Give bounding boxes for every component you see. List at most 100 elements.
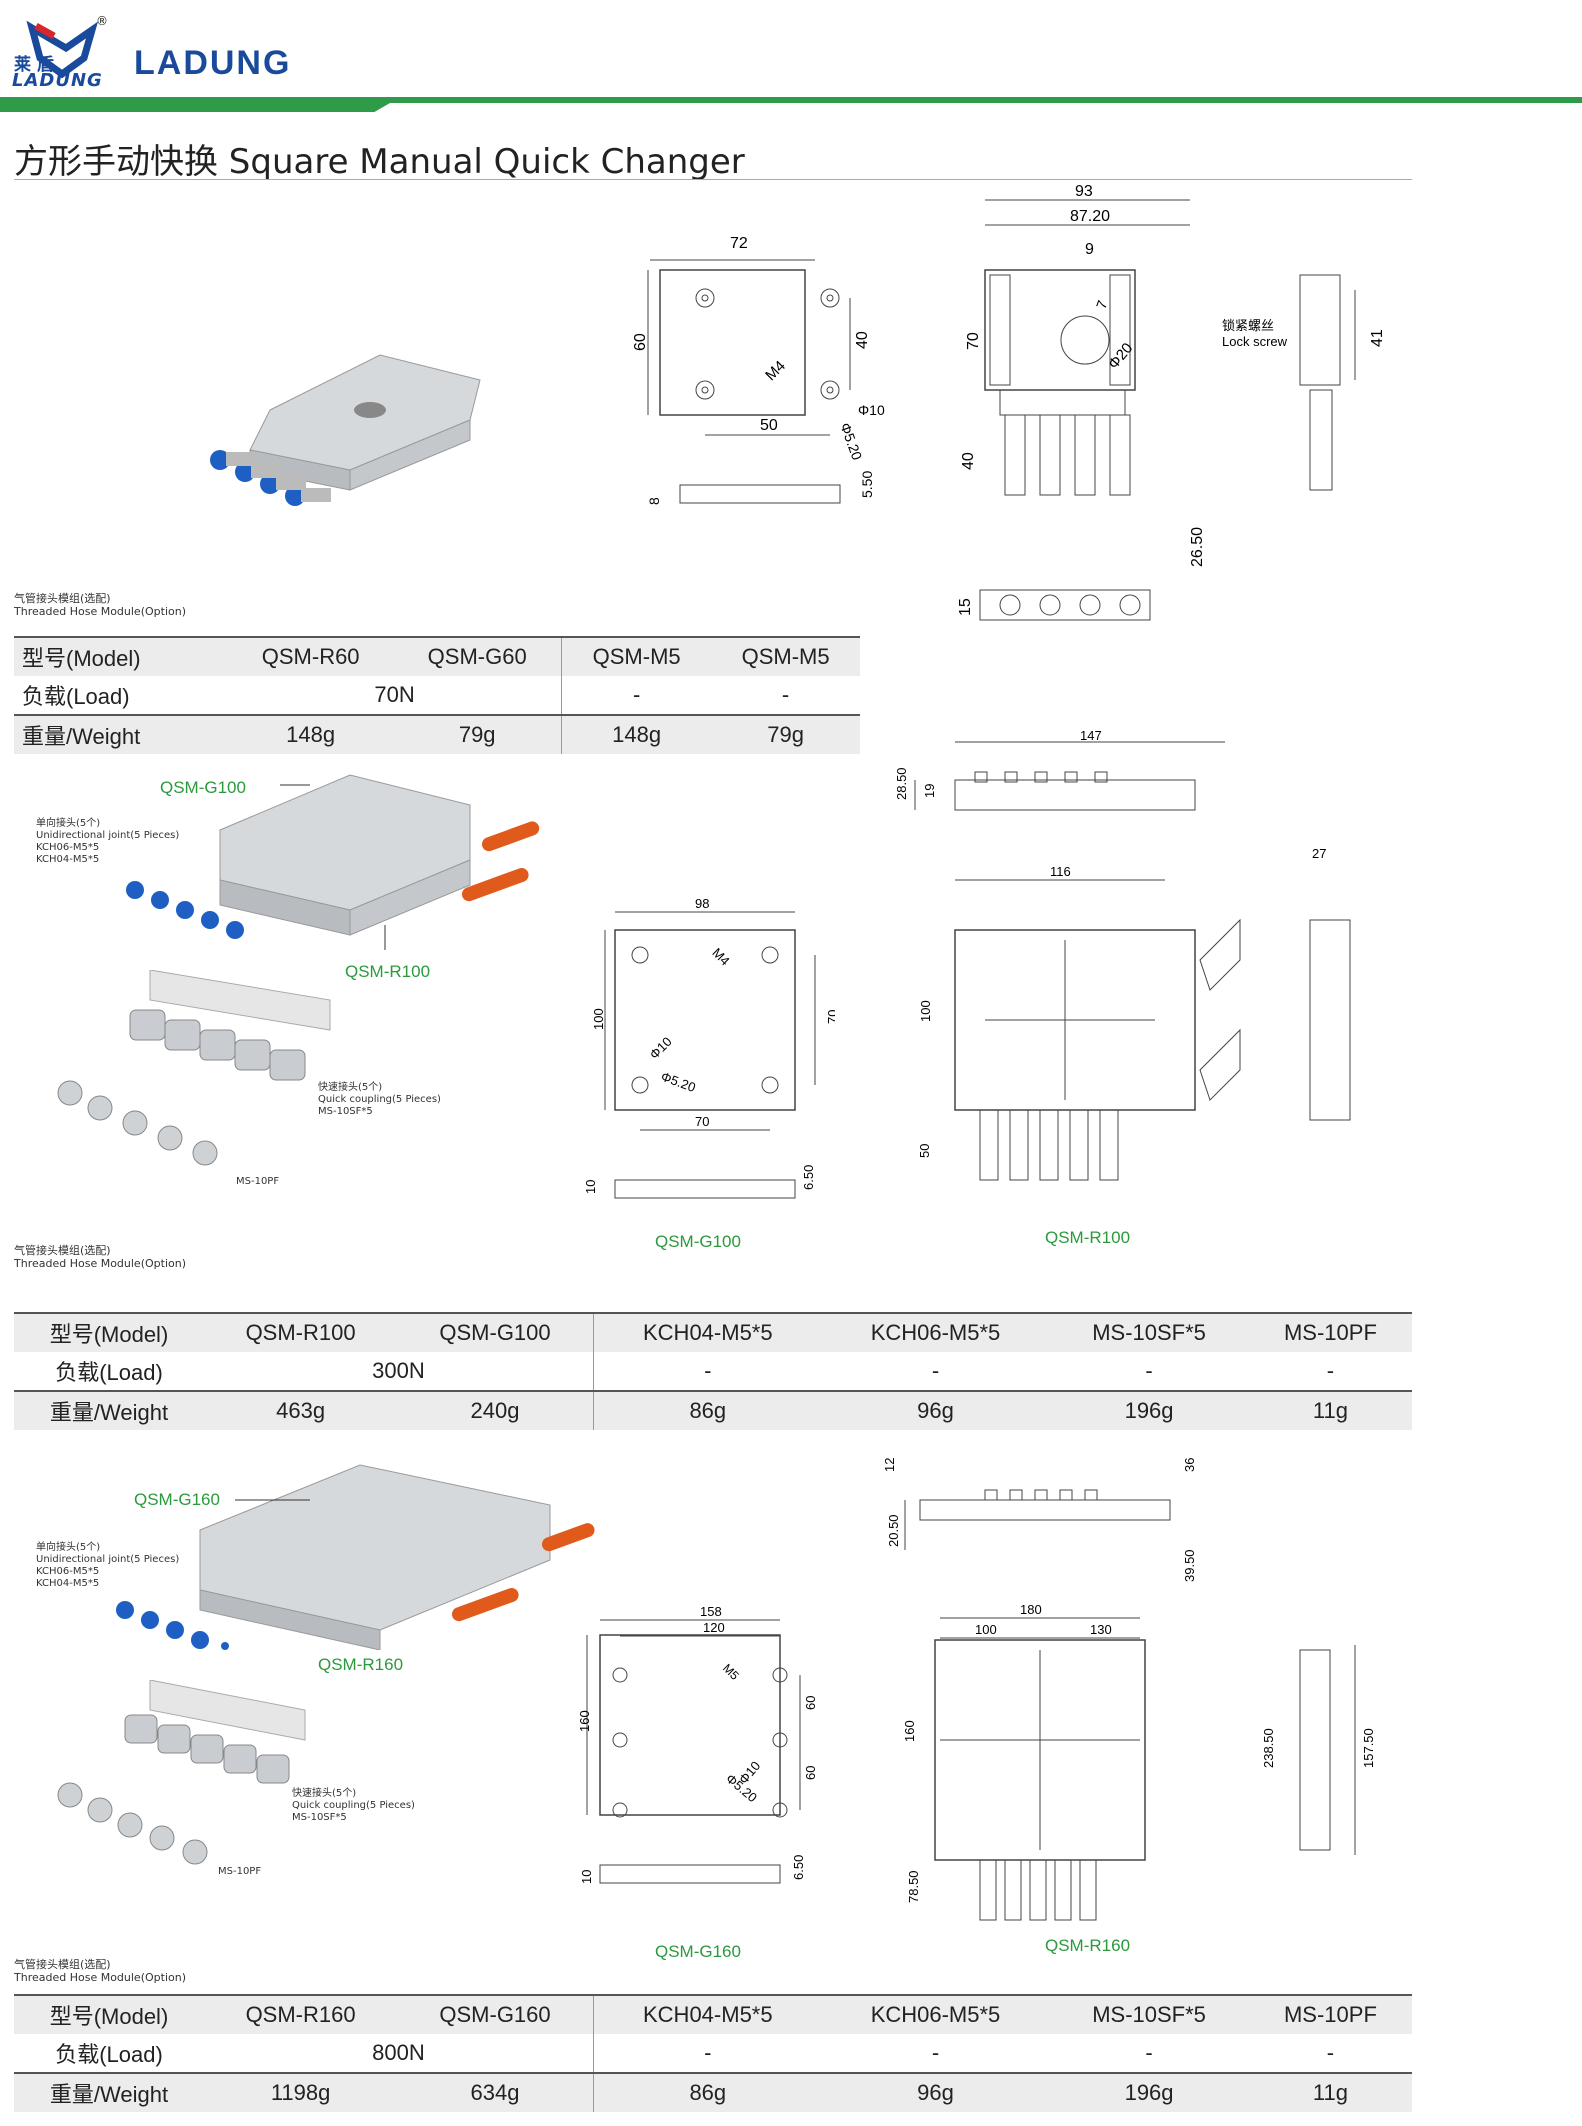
table-cell: MS-10SF*5 (1049, 1313, 1249, 1352)
callout-qsm-g100: QSM-G100 (160, 778, 246, 797)
dim-hole-pitch-h: 50 (760, 417, 778, 434)
dim-h20: 20.50 (886, 1514, 901, 1547)
dim-plate-h: 100 (591, 1008, 606, 1030)
joint-part-2-3: KCH04-M5*5 (36, 1578, 100, 1589)
table-cell: 型号(Model) (14, 1313, 204, 1352)
dim-side-w: 27 (1312, 846, 1326, 861)
table-cell: QSM-M5 (561, 637, 712, 676)
lock-screw-cn: 锁紧螺丝 (1222, 318, 1274, 333)
dim-pitch-w-160: 120 (703, 1620, 725, 1635)
drawing-plate-60: 72 60 40 50 M4 Φ10 Φ5.20 8 5.50 (632, 235, 885, 505)
dim-h1: 28.50 (894, 767, 909, 800)
dim-step-100: 6.50 (801, 1165, 816, 1190)
table-cell: - (1145, 1358, 1153, 1383)
table-cell: 重量/Weight (14, 1391, 204, 1430)
page-title: 方形手动快换 Square Manual Quick Changer (14, 142, 745, 182)
dim-pitch2-160: 60 (803, 1766, 818, 1780)
table-cell: KCH04-M5*5 (592, 1995, 822, 2034)
joint-label-cn: 单向接头(5个) (36, 818, 101, 829)
table-cell: KCH06-M5*5 (821, 1313, 1050, 1352)
photo-ms-10pf-160 (57, 1782, 208, 1865)
callout-qsm-r160: QSM-R160 (318, 1655, 404, 1674)
joint-part-1: KCH06-M5*5 (36, 842, 100, 853)
joint-part-2: KCH04-M5*5 (36, 854, 100, 865)
product-photo-qsm-100 (126, 774, 540, 950)
module-caption-cn-3: 气管接头模组(选配) (14, 1958, 111, 1971)
drawing-label-g160: QSM-G160 (655, 1942, 741, 1961)
drawing-plate-160: 158 120 M5 160 60 60 Φ10 Φ5.20 10 6.50 (577, 1604, 818, 1884)
dim-thread-100: M4 (709, 945, 732, 968)
dim-hole-pitch-v: 40 (854, 331, 871, 349)
module-caption-cn: 气管接头模组(选配) (14, 592, 111, 605)
dim-thread-160: M5 (720, 1661, 742, 1683)
dim-fitting-height: 40 (960, 452, 977, 470)
product-photo-qsm-60 (210, 354, 481, 506)
table-row-model: 型号(Model) QSM-R160 QSM-G160 KCH04-M5*5 K… (14, 1995, 1412, 2034)
dim-inner-width: 87.20 (1070, 208, 1110, 225)
table-cell: - (561, 676, 712, 715)
spec-table-160: 型号(Model) QSM-R160 QSM-G160 KCH04-M5*5 K… (14, 1994, 1412, 2112)
table-cell: QSM-R100 (204, 1313, 398, 1352)
table-cell: 重量/Weight (14, 2073, 204, 2112)
dim-body-h: 100 (918, 1000, 933, 1022)
product-photo-qsm-160 (116, 1464, 595, 1650)
dim-h2: 19 (922, 784, 937, 798)
coupling-part-3: MS-10SF*5 (292, 1812, 347, 1823)
header-green-bar (0, 97, 1582, 103)
table-cell: QSM-G60 (393, 637, 562, 676)
logo-shield-icon (26, 20, 99, 79)
table-cell: QSM-G160 (397, 1995, 594, 2034)
table-cell: QSM-R160 (204, 1995, 398, 2034)
dim-thickness: 8 (646, 497, 662, 505)
drawing-label-r160: QSM-R160 (1045, 1936, 1131, 1955)
module-caption-en-3: Threaded Hose Module(Option) (14, 1971, 186, 1984)
dim-total-height: 26.50 (1189, 527, 1206, 567)
table-cell: MS-10PF (1248, 1313, 1412, 1352)
callout-qsm-g160: QSM-G160 (134, 1490, 220, 1509)
table-cell: - (931, 1358, 940, 1383)
joint-label-en: Unidirectional joint(5 Pieces) (36, 830, 180, 841)
photo-quick-couplings-100 (129, 970, 331, 1081)
table-row-weight: 重量/Weight 1198g 634g 86g 96g 196g 11g (14, 2073, 1412, 2112)
module-caption-en: Threaded Hose Module(Option) (14, 605, 186, 618)
ms-10pf-label-3: MS-10PF (218, 1866, 262, 1877)
table-cell: - (592, 1352, 822, 1391)
dim-h39: 39.50 (1182, 1549, 1197, 1582)
dim-step-160: 6.50 (791, 1855, 806, 1880)
table-cell: 负载(Load) (22, 684, 130, 709)
dim-body-width: 93 (1075, 183, 1093, 200)
table-cell: 型号(Model) (14, 1995, 204, 2034)
table-cell: 型号(Model) (14, 637, 228, 676)
dim-body-w-160: 180 (1020, 1602, 1042, 1617)
registered-mark: ® (96, 14, 108, 28)
dim-plate-height: 60 (632, 333, 649, 351)
table-cell: - (1145, 2040, 1153, 2065)
dim-hole: Φ5.20 (837, 421, 865, 463)
dim-step: 5.50 (859, 471, 875, 498)
dim-pitch-h: 70 (695, 1114, 709, 1129)
table-cell: 800N (372, 2040, 425, 2065)
lock-screw-en: Lock screw (1222, 334, 1288, 349)
ms-10pf-label: MS-10PF (236, 1176, 280, 1187)
table-cell: 196g (1049, 2073, 1249, 2112)
table-cell: 96g (821, 1391, 1050, 1430)
table-cell: 463g (204, 1391, 398, 1430)
dim-fit-h-160: 78.50 (906, 1870, 921, 1903)
table-cell: 1198g (204, 2073, 398, 2112)
drawing-label-g100: QSM-G100 (655, 1232, 741, 1251)
dim-len: 147 (1080, 730, 1102, 743)
dim-thick-160: 10 (579, 1870, 594, 1884)
logo-english-text: LADUNG (12, 70, 103, 91)
dim-thread: M4 (762, 357, 789, 384)
table-cell: 11g (1248, 2073, 1412, 2112)
photo-quick-couplings-160 (124, 1680, 306, 1784)
table-cell: 86g (592, 2073, 822, 2112)
dim-w130: 130 (1090, 1622, 1112, 1637)
table-cell: 634g (397, 2073, 594, 2112)
table-row-model: 型号(Model) QSM-R100 QSM-G100 KCH04-M5*5 K… (14, 1313, 1412, 1352)
dim-thick-100: 10 (583, 1180, 598, 1194)
callout-qsm-r100: QSM-R100 (345, 962, 431, 981)
table-cell: QSM-M5 (711, 637, 860, 676)
table-row-weight: 重量/Weight 463g 240g 86g 96g 196g 11g (14, 1391, 1412, 1430)
drawing-label-r100: QSM-R100 (1045, 1228, 1131, 1247)
